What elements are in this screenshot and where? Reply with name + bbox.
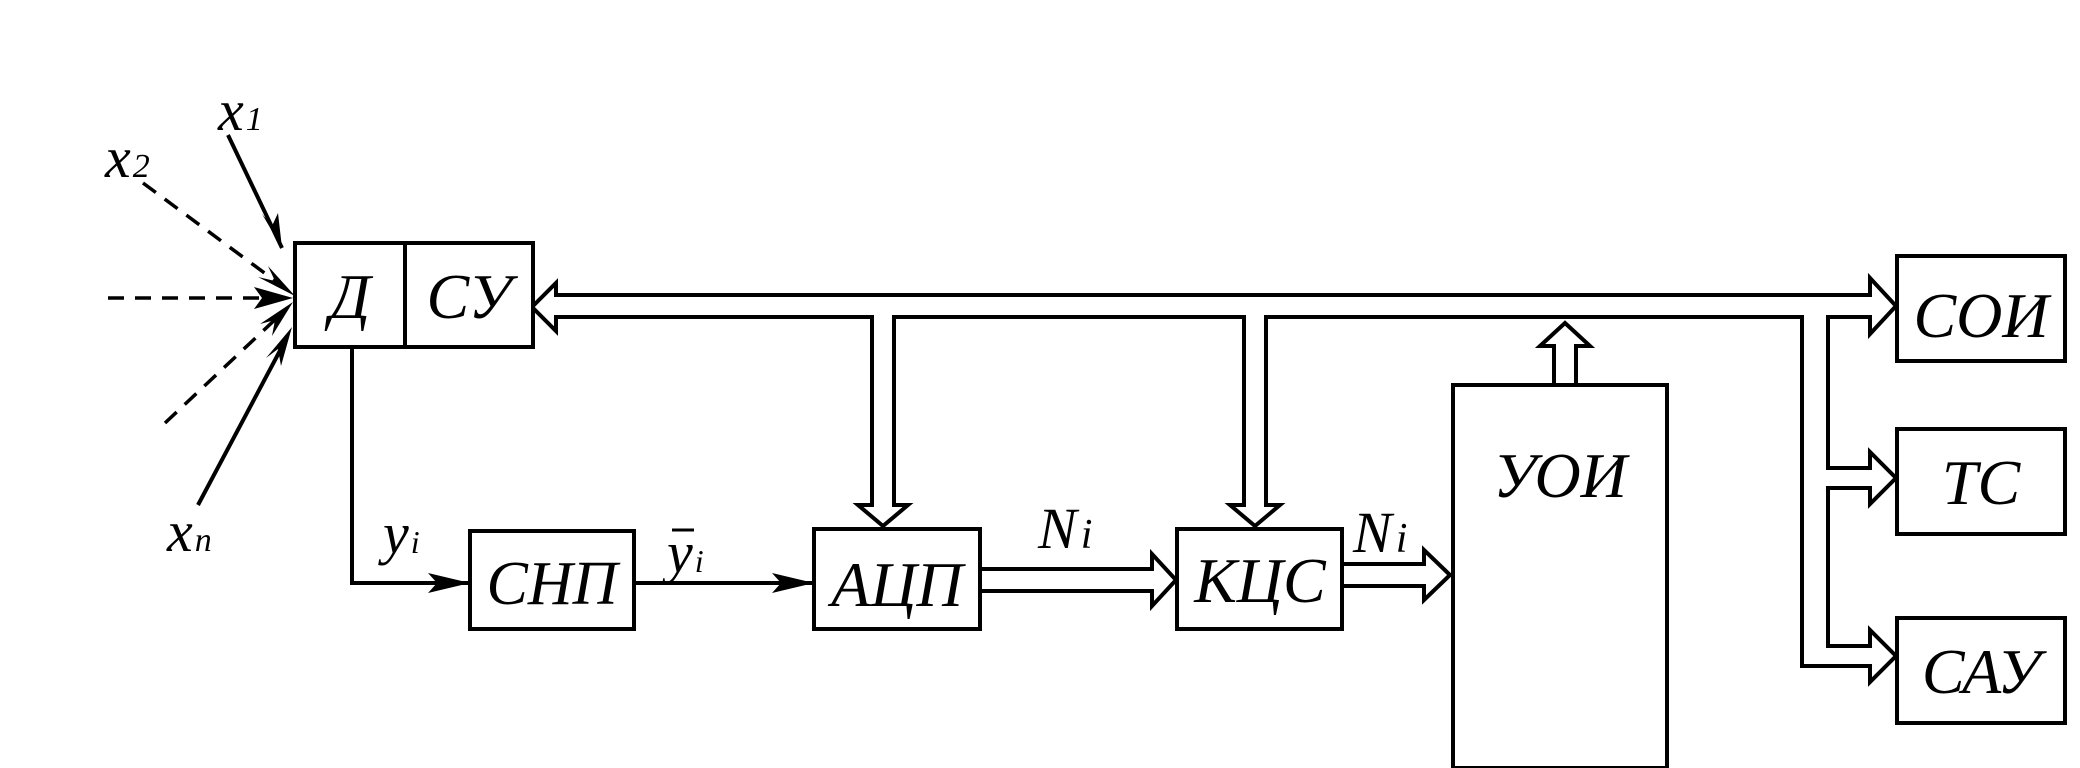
label-ni-acp-kcs: Ni bbox=[1037, 496, 1092, 561]
input-x1-arrow bbox=[226, 134, 284, 249]
block-d bbox=[293, 241, 407, 349]
block-sau-label: САУ bbox=[1922, 636, 2047, 707]
wire-d-to-snp bbox=[350, 347, 470, 593]
block-snp-label: СНП bbox=[487, 550, 621, 618]
block-d-label: Д bbox=[325, 261, 374, 332]
bus-uoi-up bbox=[1534, 320, 1596, 387]
main-control-bus bbox=[529, 272, 1899, 687]
input-center-arrow bbox=[108, 287, 293, 309]
label-ni-kcs-uoi: Ni bbox=[1352, 500, 1407, 565]
label-x2: x2 bbox=[104, 125, 150, 190]
wire-snp-to-acp bbox=[634, 573, 814, 593]
block-kcs bbox=[1175, 527, 1344, 631]
bus-acp-to-kcs bbox=[978, 548, 1179, 612]
bus-kcs-to-uoi bbox=[1340, 545, 1453, 605]
block-soi-label: СОИ bbox=[1913, 280, 2052, 351]
block-uoi-label: УОИ bbox=[1493, 440, 1631, 511]
block-snp bbox=[468, 529, 636, 631]
block-uoi bbox=[1451, 383, 1669, 768]
block-kcs-label: КЦС bbox=[1193, 545, 1327, 616]
block-soi bbox=[1895, 254, 2067, 363]
block-acp bbox=[812, 527, 982, 631]
label-xn: xn bbox=[166, 499, 212, 564]
block-ts-label: ТС bbox=[1942, 447, 2022, 518]
block-su-label: СУ bbox=[427, 261, 519, 332]
block-su bbox=[403, 241, 535, 349]
input-dashed-lower-arrow bbox=[163, 302, 293, 425]
block-sau bbox=[1895, 616, 2067, 725]
input-xn-arrow bbox=[196, 327, 292, 506]
input-x2-arrow bbox=[141, 181, 295, 296]
block-acp-label: АЦП bbox=[827, 549, 966, 620]
block-ts bbox=[1895, 427, 2067, 536]
label-yi: yi bbox=[378, 501, 420, 566]
label-ybar-i: yi bbox=[662, 520, 704, 585]
label-x1: x1 bbox=[217, 78, 263, 143]
